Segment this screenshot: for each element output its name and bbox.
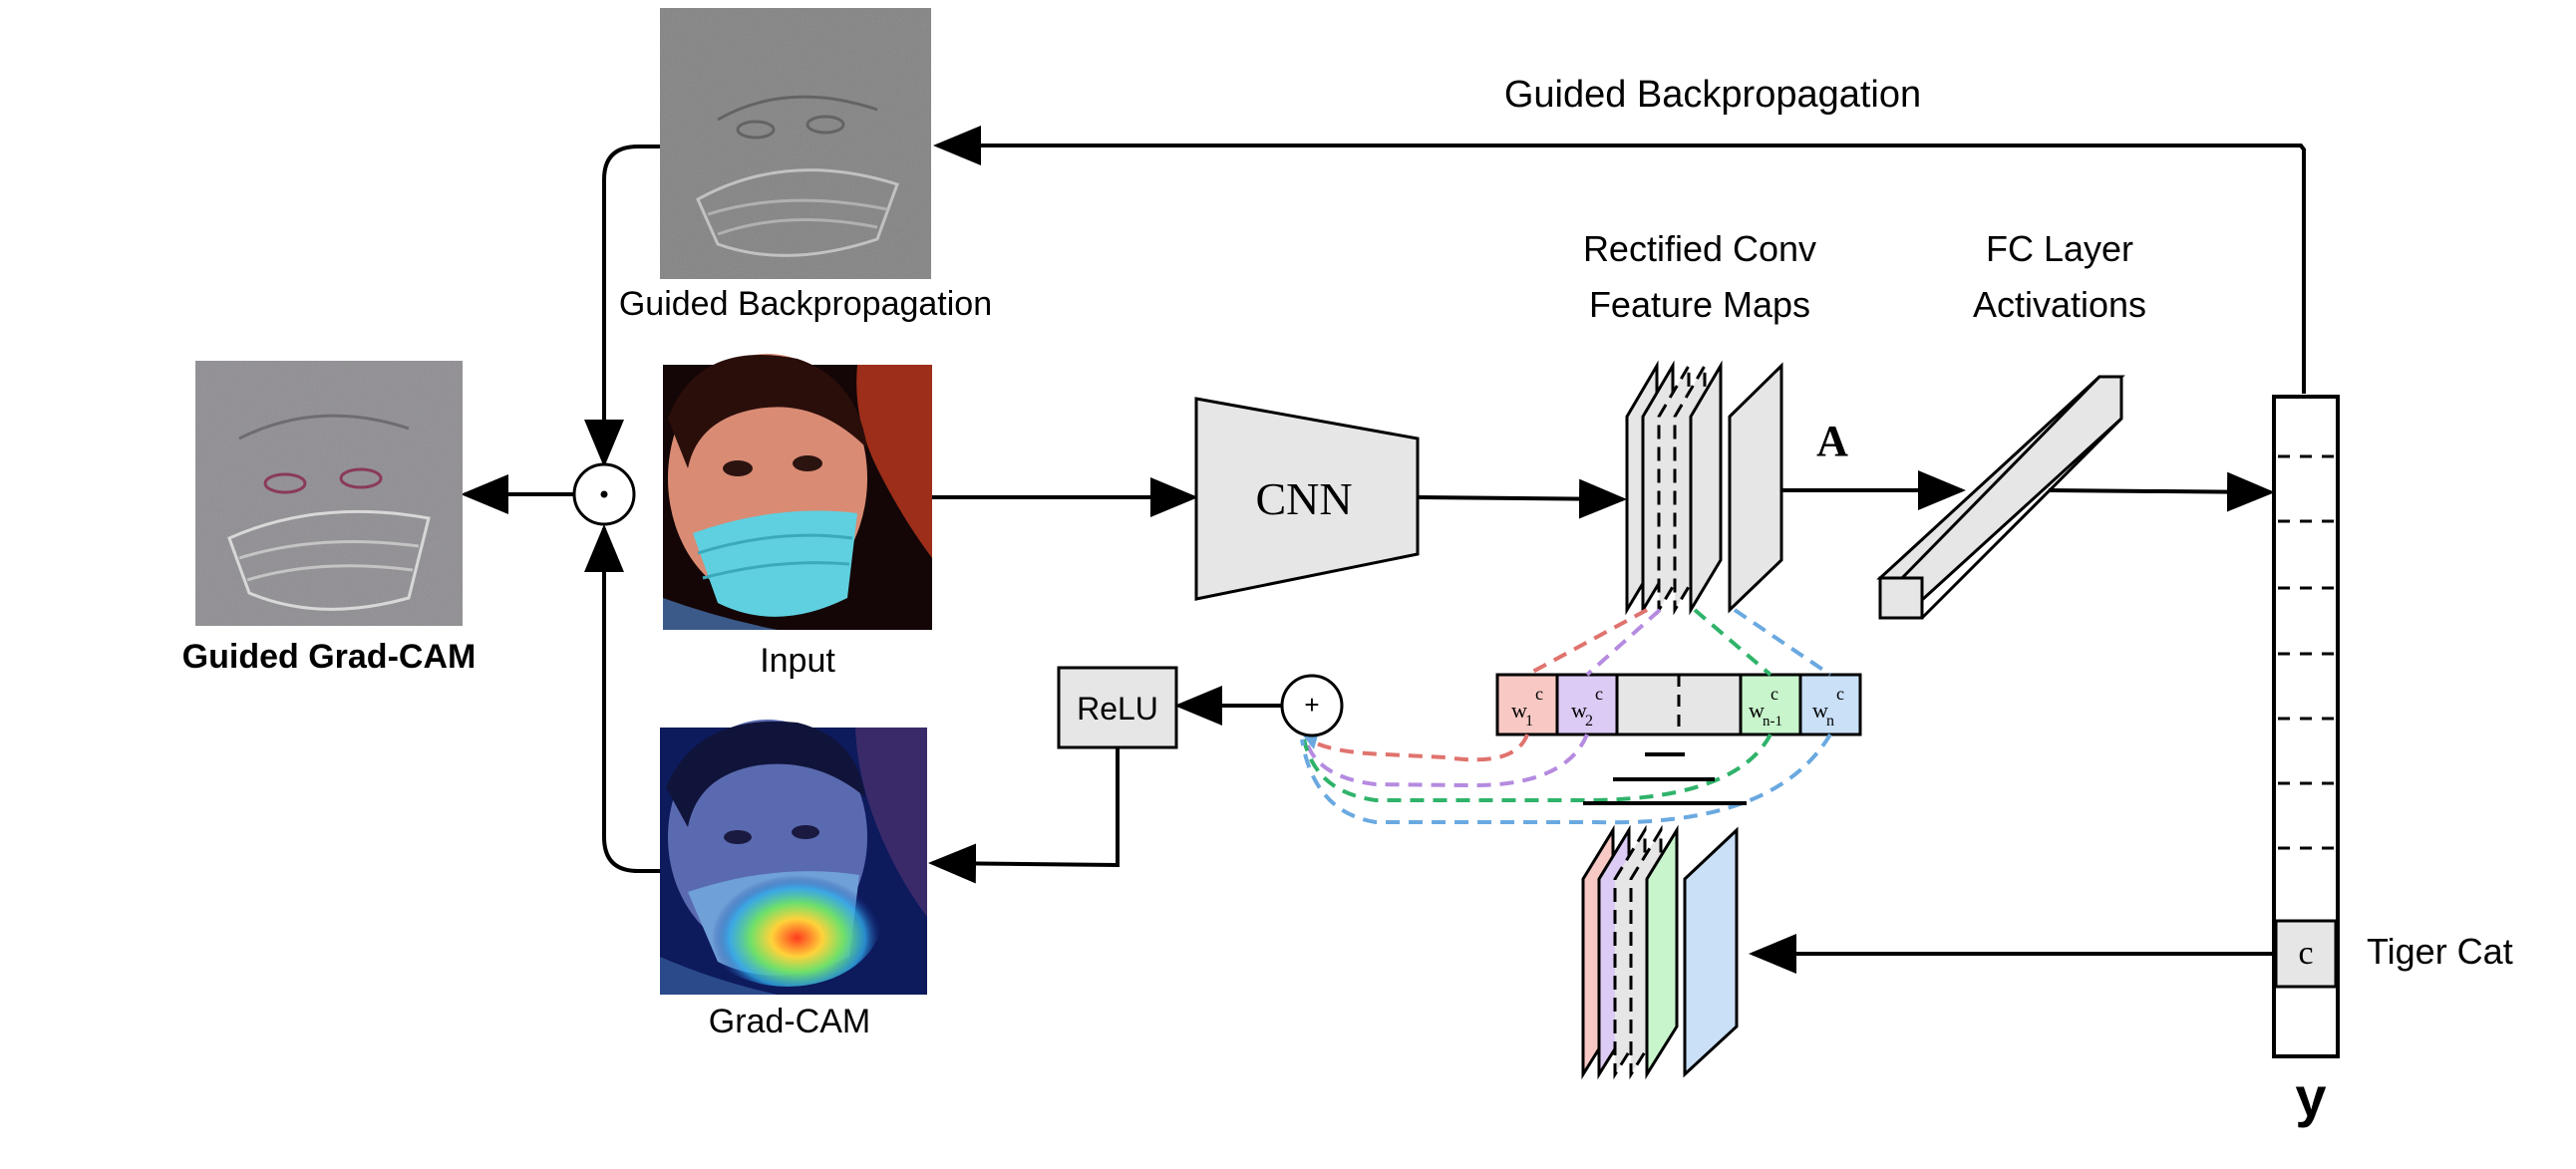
tiger-cat-label: Tiger Cat — [2367, 931, 2513, 972]
sum-symbol: + — [1304, 690, 1319, 720]
weight-wn1-sup: c — [1771, 684, 1778, 704]
relu-label: ReLU — [1077, 691, 1158, 727]
class-cell-label: c — [2298, 935, 2313, 972]
weight-w2-sup: c — [1595, 684, 1603, 704]
cnn-block — [1194, 397, 1420, 601]
guided-gradcam-image — [195, 361, 463, 626]
a-symbol: A — [1816, 417, 1848, 465]
fc-label-line2: Activations — [1973, 284, 2146, 325]
y-label: y — [2295, 1065, 2326, 1128]
weight-wn1-base: w — [1749, 698, 1765, 723]
gb-to-product-arrow — [584, 145, 660, 467]
weight-w2-base: w — [1571, 698, 1587, 723]
guided-gradcam-label: Guided Grad-CAM — [182, 638, 477, 676]
fraction-bars — [1583, 752, 1747, 805]
fc-label-line1: FC Layer — [1986, 228, 2133, 269]
top-backprop-arrow — [933, 126, 2306, 394]
guided-backprop-image-label: Guided Backpropagation — [619, 285, 992, 323]
weight-wn-base: w — [1812, 698, 1828, 723]
relu-to-gradcam-arrow — [928, 747, 1120, 884]
cnn-to-featuremaps-arrow — [1417, 478, 1627, 519]
rectified-label-line2: Feature Maps — [1589, 284, 1810, 325]
weight-w2-sub: 2 — [1585, 713, 1593, 730]
weight-wn-sup: c — [1836, 684, 1844, 704]
weight-w1-cell — [1495, 673, 1559, 736]
weight-w1-base: w — [1511, 698, 1527, 723]
input-label: Input — [760, 642, 835, 680]
product-node — [572, 462, 636, 526]
weight-wn1-sub: n-1 — [1763, 714, 1782, 730]
cnn-label: CNN — [1255, 473, 1352, 524]
weighted-feature-maps-stack — [1581, 824, 1739, 1080]
gradcam-label: Grad-CAM — [709, 1003, 870, 1040]
gradcam-image — [660, 720, 927, 995]
class-cell — [2274, 919, 2338, 989]
weight-w1-sub: 1 — [1525, 713, 1533, 730]
top-backprop-label: Guided Backpropagation — [1504, 74, 1921, 116]
relu-block — [1057, 666, 1178, 749]
output-vector — [2272, 395, 2340, 1058]
weight-to-sum-connectors — [1300, 732, 1832, 825]
weight-w1-sup: c — [1535, 684, 1543, 704]
fc-to-output-arrow — [2048, 471, 2275, 512]
guided-backprop-image — [660, 8, 931, 279]
rectified-label-line1: Rectified Conv — [1583, 228, 1816, 269]
feature-maps-stack — [1625, 360, 1783, 616]
weight-wn-sub: n — [1826, 713, 1834, 730]
fc-layer-block — [1876, 375, 2125, 620]
feature-to-weight-connectors — [1526, 608, 1832, 677]
input-image — [663, 354, 932, 630]
weight-vector — [1495, 673, 1862, 736]
gradcam-to-product-arrow — [584, 524, 660, 873]
